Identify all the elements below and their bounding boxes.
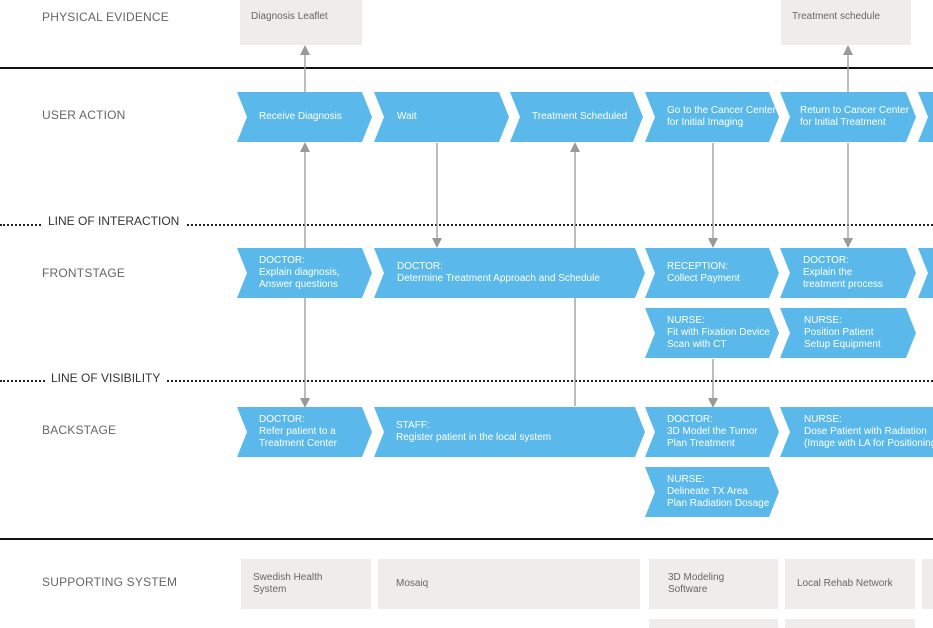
support-continuation	[922, 559, 933, 609]
role-label: DOCTOR:	[803, 255, 849, 266]
step-label-line2: for Initial Treatment	[800, 117, 886, 128]
backstage-register-patient: STAFF: Register patient in the local sys…	[374, 407, 645, 457]
step-label-line1: Go to the Cancer Center	[667, 105, 776, 116]
task-line2: Plan Radiation Dosage	[667, 498, 770, 509]
support-mosaiq: Mosaiq	[378, 559, 640, 609]
lane-label-physical-evidence: PHYSICAL EVIDENCE	[42, 10, 169, 24]
task-line2: Plan Treatment	[667, 438, 735, 449]
support-line2: System	[253, 584, 287, 595]
task-line1: Explain diagnosis,	[259, 267, 340, 278]
task-line1: Refer patient to a	[259, 426, 336, 437]
role-label: DOCTOR:	[667, 414, 713, 425]
support-line1: Mosaiq	[396, 578, 429, 589]
task-line2: (Image with LA for Positioning	[804, 438, 933, 449]
evidence-treatment-schedule: Treatment schedule	[781, 0, 911, 45]
task-line2: Scan with CT	[667, 339, 727, 350]
step-label-line1: Return to Cancer Center	[800, 105, 909, 116]
task-line1: Register patient in the local system	[396, 432, 552, 443]
task-line1: Dose Patient with Radiation	[804, 426, 927, 437]
step-initial-treatment: Return to Cancer Center for Initial Trea…	[780, 92, 916, 142]
frontstage-determine-treatment: DOCTOR: Determine Treatment Approach and…	[374, 248, 645, 298]
frontstage-collect-payment: RECEPTION: Collect Payment	[645, 248, 779, 298]
task-line1: 3D Model the Tumor	[667, 426, 758, 437]
support-line1: Local Rehab Network	[797, 578, 893, 589]
line-of-interaction	[0, 224, 933, 226]
backstage-refer-patient: DOCTOR: Refer patient to a Treatment Cen…	[237, 407, 372, 457]
lane-label-supporting-system: SUPPORTING SYSTEM	[42, 575, 178, 589]
step-receive-diagnosis: Receive Diagnosis	[237, 92, 372, 142]
step-label-line2: for Initial Imaging	[667, 117, 744, 128]
frontstage-explain-treatment: DOCTOR: Explain the treatment process	[780, 248, 916, 298]
step-wait: Wait	[374, 92, 509, 142]
support-box-partial	[785, 619, 915, 628]
task-line2: Setup Equipment	[804, 339, 881, 350]
backstage-delineate-tx: NURSE: Delineate TX Area Plan Radiation …	[645, 467, 779, 517]
line-of-visibility	[0, 380, 933, 382]
role-label: RECEPTION:	[667, 261, 729, 272]
role-label: NURSE:	[804, 414, 842, 425]
backstage-dose-patient: NURSE: Dose Patient with Radiation (Imag…	[780, 407, 933, 457]
support-line1: Swedish Health	[253, 572, 323, 583]
step-initial-imaging: Go to the Cancer Center for Initial Imag…	[645, 92, 779, 142]
backstage-3d-model: DOCTOR: 3D Model the Tumor Plan Treatmen…	[645, 407, 779, 457]
frontstage-position-patient: NURSE: Position Patient Setup Equipment	[780, 308, 916, 358]
step-label: Receive Diagnosis	[259, 111, 342, 122]
task-line2: Answer questions	[259, 279, 338, 290]
task-line1: Determine Treatment Approach and Schedul…	[397, 273, 600, 284]
supporting-divider	[0, 538, 933, 540]
support-line1: 3D Modeling Software	[668, 572, 725, 595]
task-line1: Fit with Fixation Device	[667, 327, 770, 338]
evidence-divider	[0, 67, 933, 69]
task-line1: Position Patient	[804, 327, 874, 338]
role-label: DOCTOR:	[259, 414, 305, 425]
frontstage-fit-fixation: NURSE: Fit with Fixation Device Scan wit…	[645, 308, 779, 358]
support-local-rehab-network: Local Rehab Network	[785, 559, 915, 609]
role-label: NURSE:	[667, 315, 705, 326]
line-of-interaction-label: LINE OF INTERACTION	[42, 214, 186, 228]
role-label: NURSE:	[804, 315, 842, 326]
support-box-partial	[649, 619, 778, 628]
evidence-diagnosis-leaflet: Diagnosis Leaflet	[240, 0, 362, 45]
role-label: NURSE:	[667, 474, 705, 485]
step-label: Treatment Scheduled	[532, 111, 628, 122]
task-line1: Collect Payment	[667, 273, 740, 284]
support-3d-modeling-software: 3D Modeling Software	[649, 559, 778, 609]
lane-label-frontstage: FRONTSTAGE	[42, 266, 126, 280]
step-treatment-scheduled: Treatment Scheduled	[510, 92, 643, 142]
role-label: STAFF:	[396, 420, 430, 431]
task-line2: treatment process	[803, 279, 884, 290]
task-line1: Explain the	[803, 267, 853, 278]
step-label: Wait	[397, 111, 417, 122]
role-label: DOCTOR:	[259, 255, 305, 266]
line-of-visibility-label: LINE OF VISIBILITY	[45, 371, 167, 385]
support-swedish-health-system: Swedish Health System	[241, 559, 371, 609]
task-line2: Treatment Center	[259, 438, 337, 449]
frontstage-explain-diagnosis: DOCTOR: Explain diagnosis, Answer questi…	[237, 248, 372, 298]
lane-label-user-action: USER ACTION	[42, 108, 126, 122]
role-label: DOCTOR:	[397, 261, 443, 272]
lane-label-backstage: BACKSTAGE	[42, 423, 117, 437]
task-line1: Delineate TX Area	[667, 486, 748, 497]
